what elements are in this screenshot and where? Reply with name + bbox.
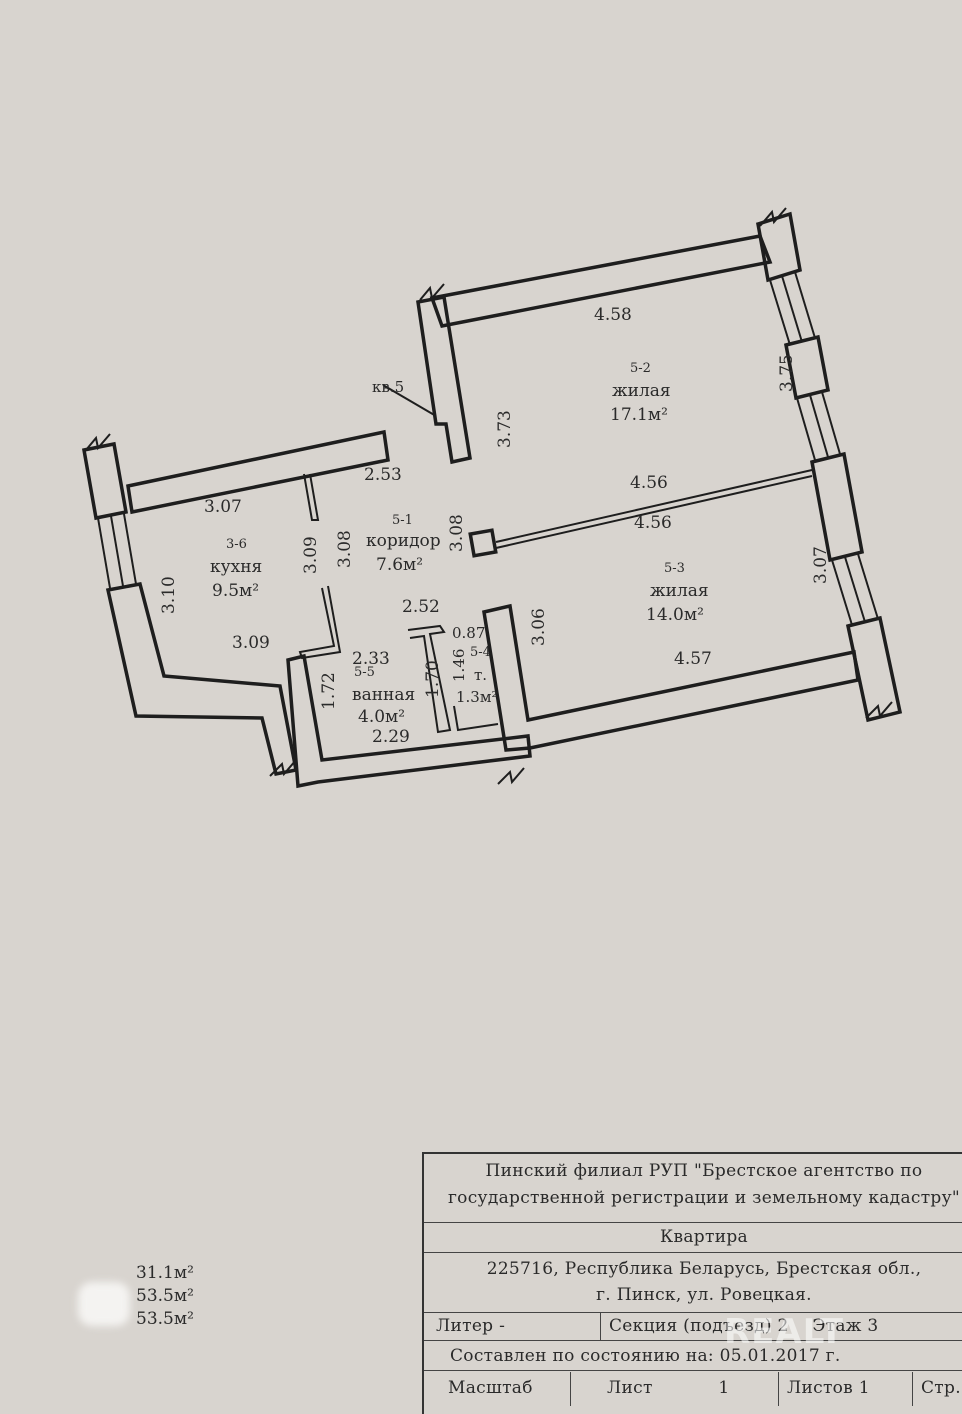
floor: Этаж 3 (812, 1316, 879, 1336)
stamp-address: 225716, Республика Беларусь, Брестская о… (424, 1254, 962, 1313)
dimension: 3.07 (811, 546, 831, 584)
wall-bath (286, 653, 532, 789)
apartment-label: кв.5 (372, 378, 404, 396)
dimension: 3.07 (204, 497, 242, 517)
wall-kitchen-top (126, 429, 390, 515)
stamp-row-liter: Литер - Секция (подъезд) 2 Этаж 3 (424, 1312, 962, 1341)
room-id: 5-5 (354, 665, 375, 680)
stamp-org: Пинский филиал РУП "Брестское агентство … (424, 1154, 962, 1223)
section: Секция (подъезд) 2 (609, 1316, 789, 1336)
room-name: ванная (352, 685, 415, 705)
dimension: 4.56 (630, 473, 668, 493)
wall-left-top (81, 441, 129, 521)
room-id: 5-1 (392, 513, 413, 528)
wall-right-4 (845, 615, 903, 723)
room-name: жилая (650, 581, 709, 601)
area-value: 53.5м² (136, 1286, 194, 1306)
dimension: 1.70 (423, 660, 443, 698)
dimension: 0.87 (452, 624, 485, 642)
stamp-row-scale: Масштаб Лист 1 Листов 1 Стр. (424, 1372, 962, 1406)
room-id: 5-2 (630, 361, 651, 376)
room-id: 3-6 (226, 537, 247, 552)
dimension: 2.52 (402, 597, 440, 617)
wall-entrance (416, 294, 472, 465)
room-area: 17.1м² (610, 405, 668, 425)
dimension: 4.57 (674, 649, 712, 669)
wall-right-2 (783, 334, 831, 401)
sheet-value: 1 (718, 1378, 730, 1398)
stamp-object: Квартира (424, 1222, 962, 1253)
sheet-label: Лист (607, 1378, 653, 1398)
wall-right-3 (809, 451, 865, 563)
dimension: 1.72 (319, 672, 339, 710)
room-name: т. (474, 666, 487, 684)
dimension: 3.08 (447, 514, 467, 552)
stamp-compiled: Составлен по состоянию на: 05.01.2017 г. (424, 1342, 962, 1371)
dimension: 3.73 (495, 410, 515, 448)
dimension: 3.75 (777, 354, 797, 392)
wall-top (429, 234, 773, 329)
scale-label: Масштаб (448, 1378, 533, 1398)
room-name: кухня (210, 557, 262, 577)
dimension: 2.29 (372, 727, 410, 747)
room-area: 14.0м² (646, 605, 704, 625)
room-id: 5-4 (470, 645, 491, 660)
liter: Литер - (436, 1316, 506, 1336)
page-label: Стр. (921, 1378, 961, 1398)
wall-kitchen-left (105, 581, 299, 777)
area-value: 31.1м² (136, 1263, 194, 1283)
sheets-label: Листов 1 (787, 1378, 870, 1398)
address-line: 225716, Республика Беларусь, Брестская о… (486, 1259, 922, 1279)
wall-right-1 (756, 211, 802, 283)
room-id: 5-3 (664, 561, 685, 576)
address-line: г. Пинск, ул. Ровецкая. (596, 1285, 812, 1305)
room-area: 1.3м² (456, 688, 498, 706)
room-name: жилая (612, 381, 671, 401)
floor-plan: кв.5 5-2 жилая 17.1м² 5-1 коридор 7.6м² … (81, 207, 903, 789)
dimension: 3.06 (529, 608, 549, 646)
dimension: 4.58 (594, 305, 632, 325)
page-cell: Стр. (912, 1372, 962, 1406)
redaction-blur (78, 1282, 130, 1326)
wall-toilet (482, 603, 860, 752)
room-area: 4.0м² (358, 707, 405, 727)
partition-kitchen (303, 473, 320, 521)
room-area: 9.5м² (212, 581, 259, 601)
org-line: государственной регистрации и земельному… (447, 1188, 961, 1208)
room-area: 7.6м² (376, 555, 423, 575)
dimension: 3.08 (335, 530, 355, 568)
dimension: 3.10 (159, 576, 179, 614)
partition-living (495, 469, 813, 543)
room-name: коридор (366, 531, 441, 551)
dimension: 2.53 (364, 465, 402, 485)
org-line: Пинский филиал РУП "Брестское агентство … (485, 1161, 923, 1181)
sheets-cell: Листов 1 (778, 1372, 919, 1406)
dimension: 2.33 (352, 649, 390, 669)
title-block: Пинский филиал РУП "Брестское агентство … (422, 1152, 962, 1414)
sheet-cell: Лист 1 (570, 1372, 785, 1406)
dimension: 3.09 (232, 633, 270, 653)
dimension: 4.56 (634, 513, 672, 533)
dimension: 3.09 (301, 536, 321, 574)
area-value: 53.5м² (136, 1309, 194, 1329)
section-cell: Секция (подъезд) 2 Этаж 3 (600, 1312, 962, 1340)
area-summary: 31.1м² 53.5м² 53.5м² (136, 1262, 194, 1331)
watermark: REALT (724, 1312, 844, 1352)
dimension: 1.46 (450, 649, 468, 682)
